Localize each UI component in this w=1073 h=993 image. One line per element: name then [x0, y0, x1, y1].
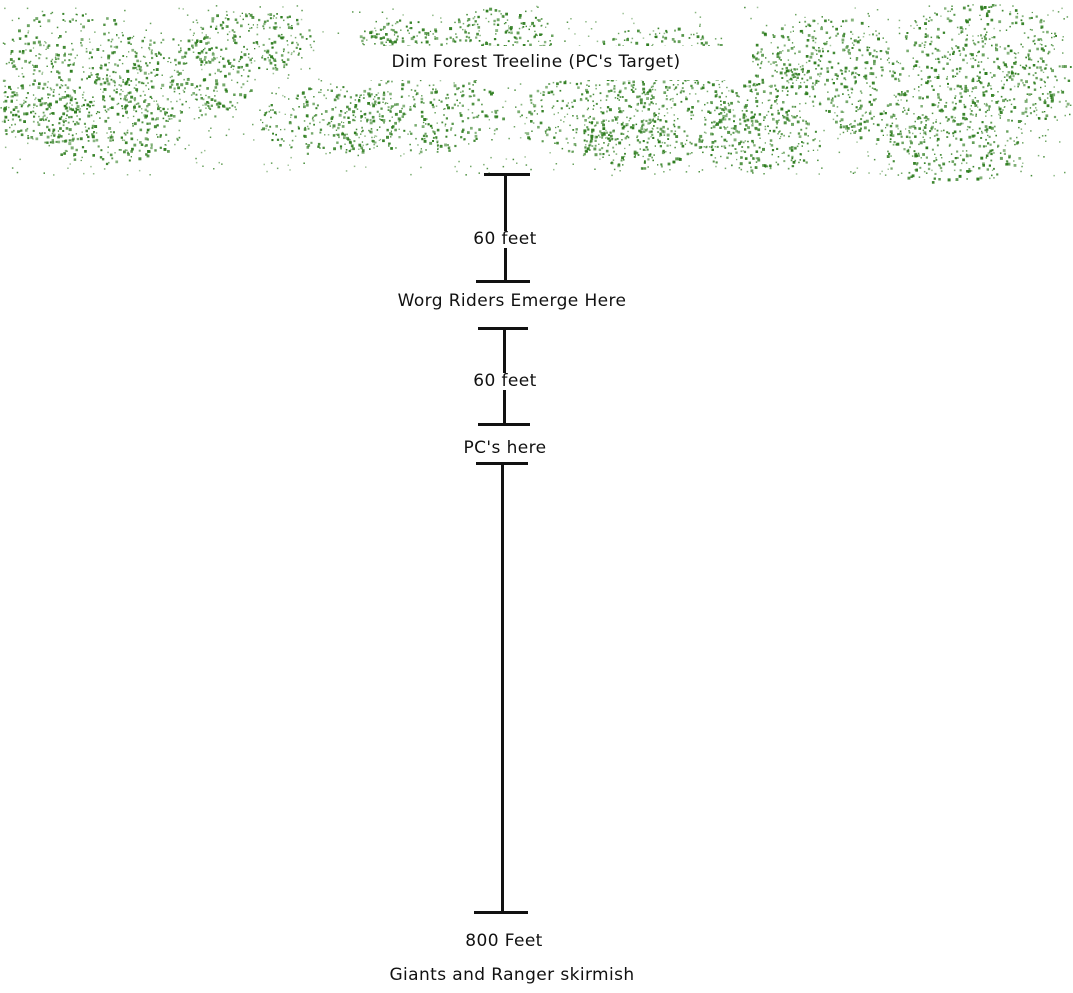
- pcs-here-label: PC's here: [463, 438, 547, 458]
- worg-riders-label: Worg Riders Emerge Here: [397, 291, 627, 311]
- forest-treeline: [0, 4, 1072, 184]
- marker-3-bottom-cap: [474, 911, 528, 914]
- forest-treeline-label: Dim Forest Treeline (PC's Target): [391, 52, 681, 72]
- distance-label-1: 60 feet: [471, 229, 539, 249]
- marker-1-stem: [504, 173, 507, 283]
- foliage-dots-icon: [0, 4, 1072, 184]
- giants-skirmish-label: Giants and Ranger skirmish: [389, 965, 635, 985]
- distance-label-2: 60 feet: [471, 371, 539, 391]
- marker-1-bottom-cap: [476, 280, 530, 283]
- distance-label-3: 800 Feet: [465, 931, 543, 951]
- marker-2-bottom-cap: [478, 423, 530, 426]
- marker-3-stem: [501, 462, 504, 914]
- marker-1-top-cap: [484, 173, 530, 176]
